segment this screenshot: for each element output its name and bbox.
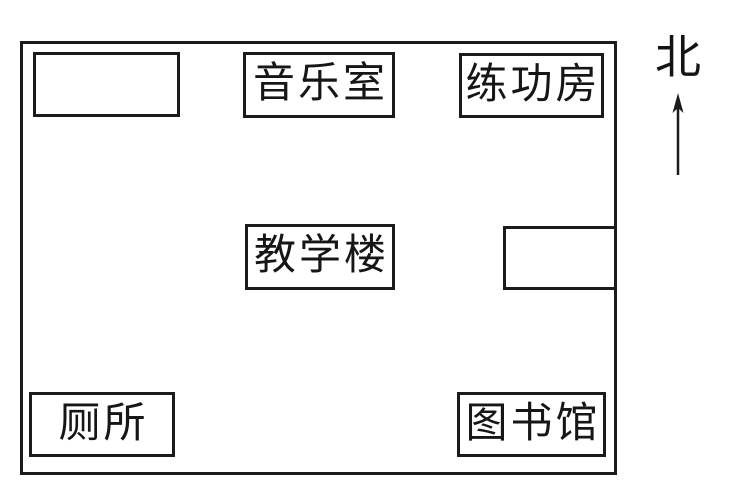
building-box-empty-right: [503, 226, 617, 290]
building-box-practice-room: 练功房: [459, 53, 604, 118]
building-label-toilet: 厕所: [58, 397, 149, 447]
building-label-music-room: 音乐室: [252, 58, 388, 107]
building-box-music-room: 音乐室: [243, 52, 395, 118]
building-box-teaching-building: 教学楼: [245, 224, 395, 290]
building-label-teaching-building: 教学楼: [253, 230, 389, 279]
building-box-library: 图书馆: [457, 392, 606, 457]
building-box-empty-top-left: [33, 52, 180, 117]
building-label-library: 图书馆: [465, 397, 601, 447]
building-box-toilet: 厕所: [29, 392, 175, 457]
north-arrow-icon: [672, 93, 684, 175]
north-label: 北: [655, 30, 701, 84]
building-label-practice-room: 练功房: [465, 58, 601, 108]
